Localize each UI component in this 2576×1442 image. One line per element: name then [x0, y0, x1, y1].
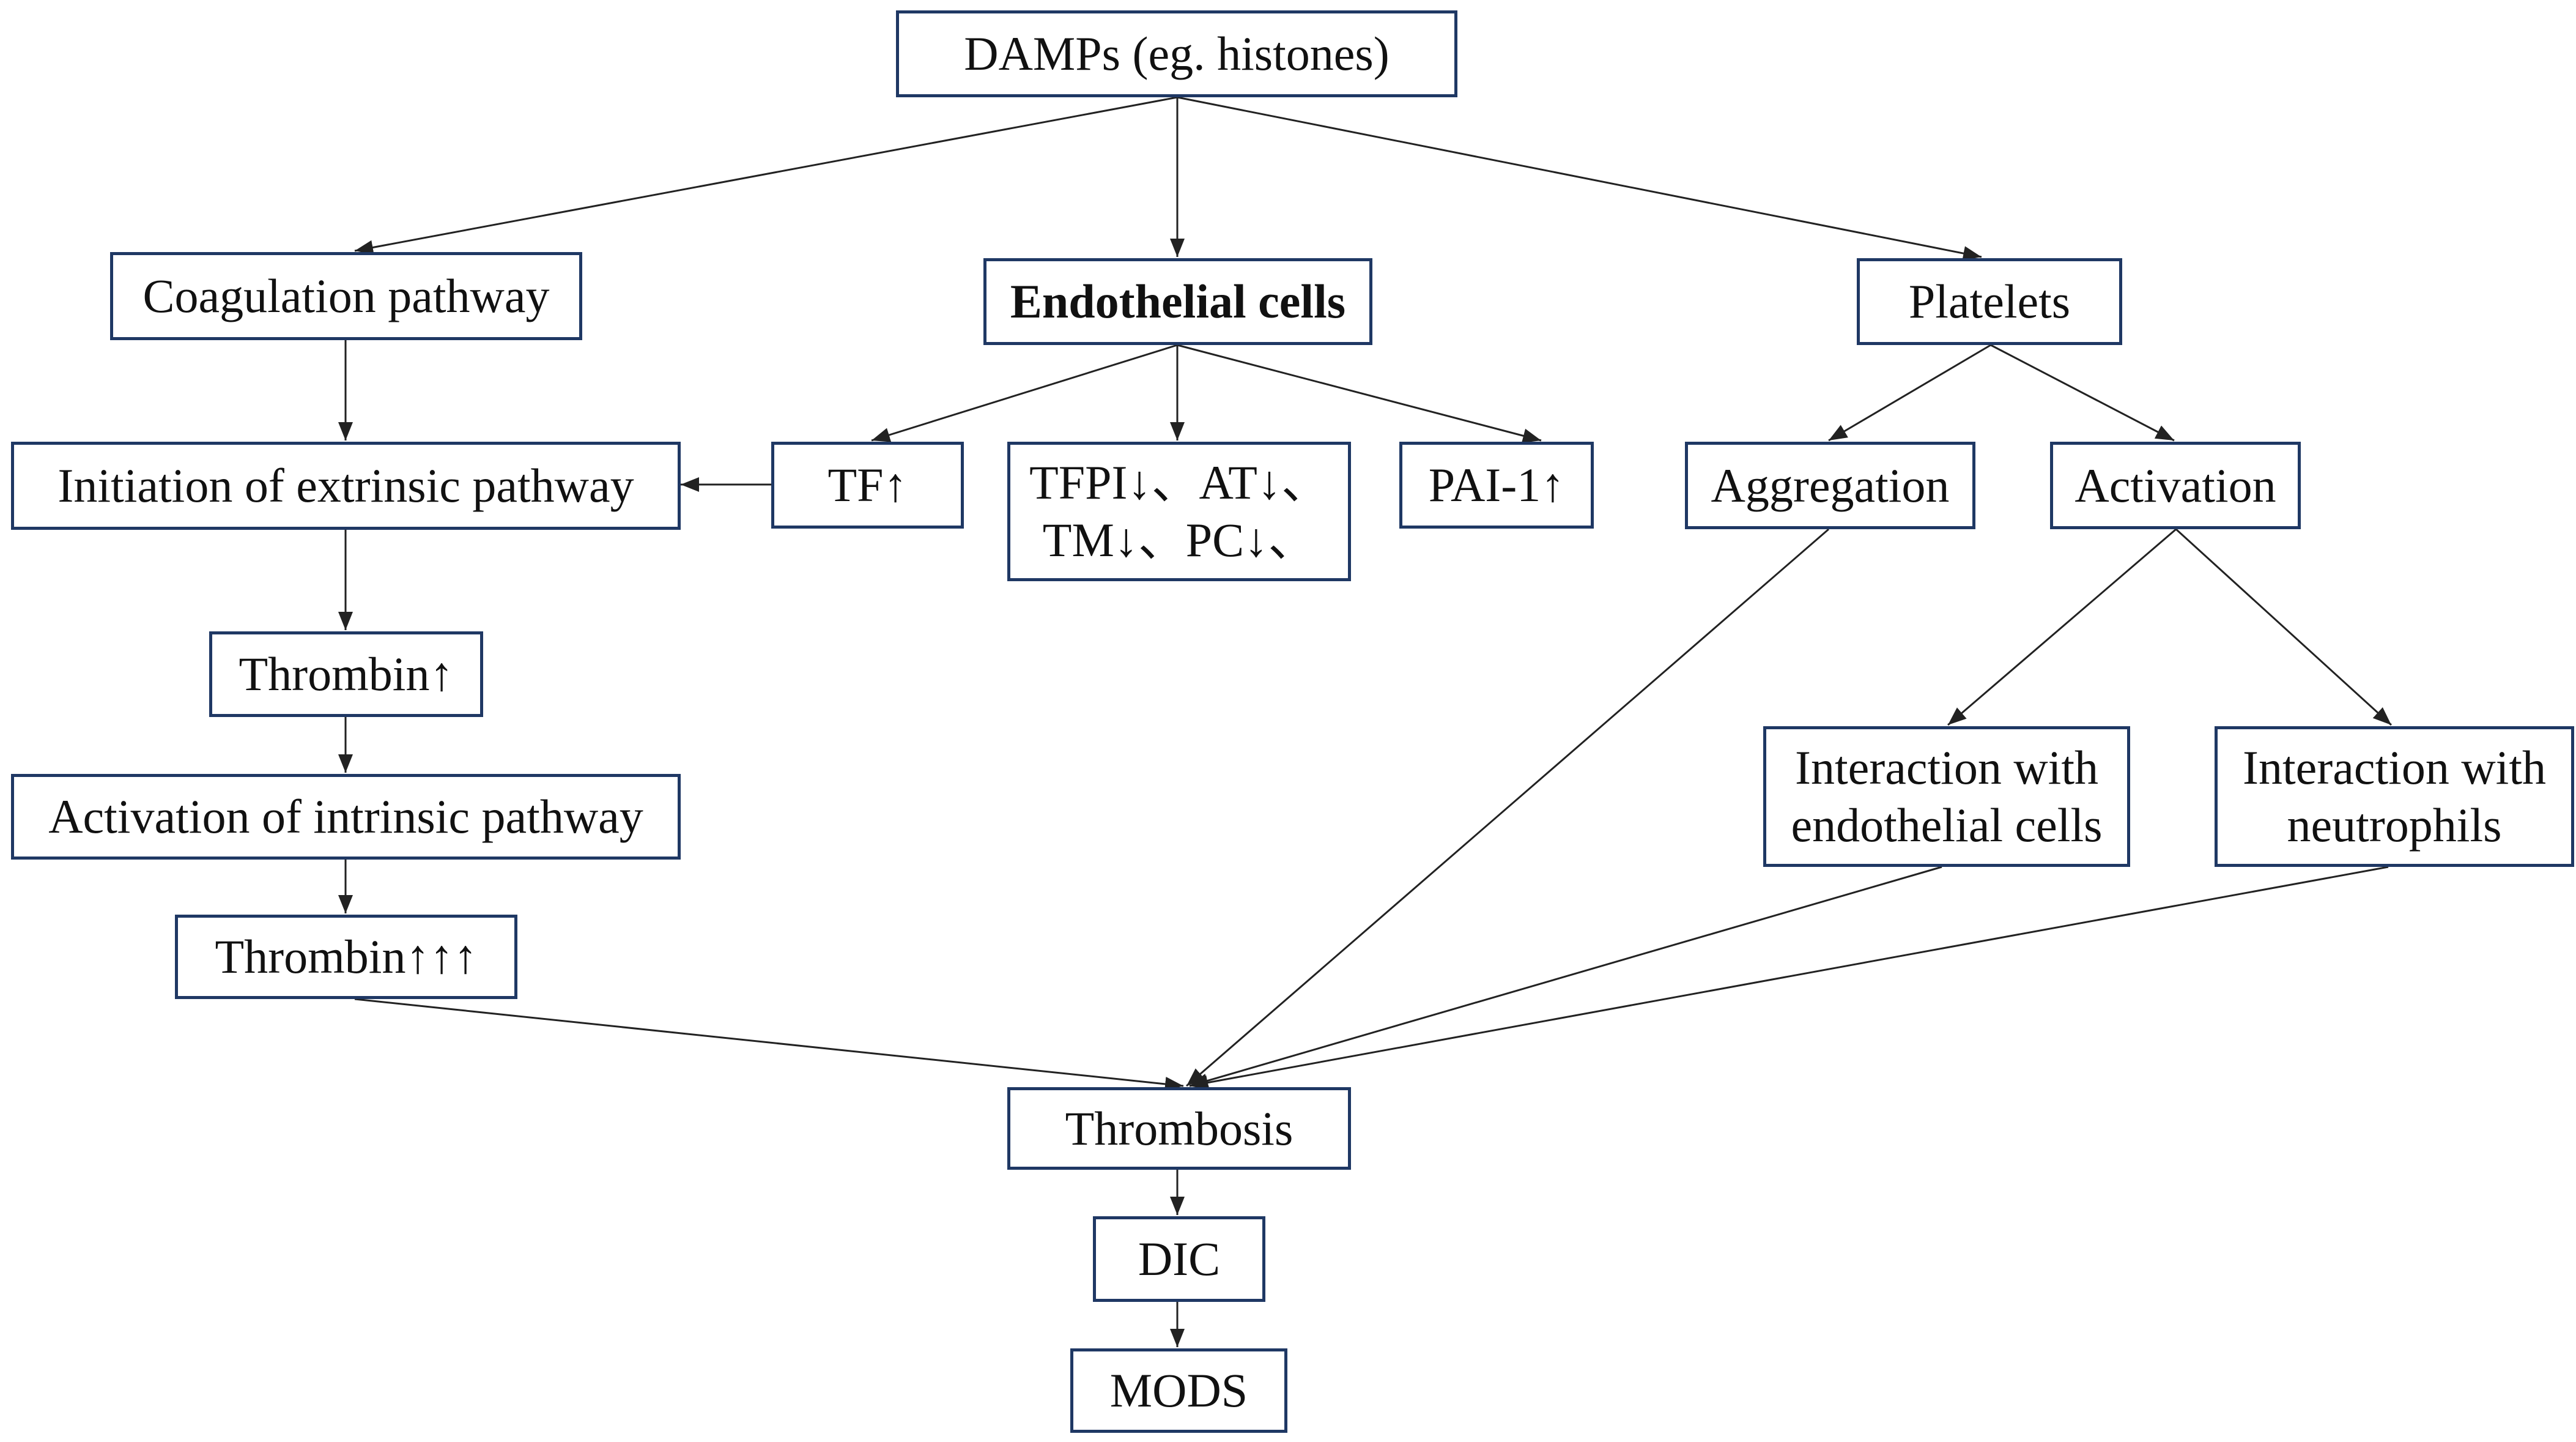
- platelets-box: Platelets: [1857, 258, 2122, 345]
- interaction-neutrophils-box: Interaction with neutrophils: [2215, 726, 2574, 867]
- coagulation-pathway-box: Coagulation pathway: [110, 252, 582, 340]
- arrow-aggregation-to-thrombosis: [1186, 528, 1829, 1087]
- extrinsic-pathway-label: Initiation of extrinsic pathway: [57, 459, 634, 513]
- interaction-neutrophils-line1: Interaction with: [2243, 741, 2546, 795]
- arrow-platelets-to-activation: [1990, 344, 2175, 442]
- arrow-activation-to-interact-endo: [1947, 528, 2177, 726]
- activation-label: Activation: [2074, 458, 2276, 512]
- mods-label: MODS: [1109, 1364, 1248, 1418]
- thrombin-label: Thrombin↑: [239, 647, 454, 701]
- thrombosis-label: Thrombosis: [1065, 1101, 1294, 1155]
- dic-label: DIC: [1138, 1232, 1221, 1286]
- arrow-interact-endo-to-thrombosis: [1189, 866, 1942, 1088]
- intrinsic-pathway-label: Activation of intrinsic pathway: [48, 790, 643, 844]
- aggregation-box: Aggregation: [1685, 442, 1975, 529]
- coagulation-pathway-label: Coagulation pathway: [142, 269, 550, 323]
- interaction-endothelial-box: Interaction with endothelial cells: [1763, 726, 2130, 867]
- thrombin-high-box: Thrombin↑↑↑: [175, 915, 517, 999]
- damps-box: DAMPs (eg. histones): [896, 10, 1457, 97]
- arrow-damps-to-coagulation: [354, 96, 1178, 255]
- intrinsic-pathway-box: Activation of intrinsic pathway: [11, 774, 681, 860]
- tfpi-box: TFPI↓、AT↓、 TM↓、PC↓、: [1007, 442, 1351, 581]
- interaction-endothelial-line1: Interaction with: [1795, 741, 2098, 795]
- tfpi-label-line2: TM↓、PC↓、: [1042, 513, 1316, 567]
- arrow-endothelial-to-pai: [1177, 344, 1542, 443]
- thrombin-high-label: Thrombin↑↑↑: [215, 930, 478, 984]
- arrow-damps-to-platelets: [1177, 96, 1982, 261]
- pai-box: PAI-1↑: [1399, 442, 1594, 529]
- arrow-thrombin3-to-thrombosis: [354, 998, 1184, 1091]
- interaction-neutrophils-line2: neutrophils: [2287, 798, 2502, 852]
- aggregation-label: Aggregation: [1711, 458, 1950, 512]
- mods-box: MODS: [1070, 1348, 1287, 1433]
- interaction-endothelial-line2: endothelial cells: [1791, 798, 2103, 852]
- extrinsic-pathway-box: Initiation of extrinsic pathway: [11, 442, 681, 530]
- activation-box: Activation: [2050, 442, 2301, 529]
- dic-box: DIC: [1093, 1216, 1265, 1302]
- arrow-activation-to-interact-neutro: [2175, 528, 2393, 726]
- damps-label: DAMPs (eg. histones): [964, 27, 1390, 81]
- endothelial-cells-box: Endothelial cells: [983, 258, 1372, 345]
- tf-label: TF↑: [827, 458, 908, 512]
- thrombosis-box: Thrombosis: [1007, 1087, 1351, 1170]
- thrombin-box: Thrombin↑: [209, 631, 483, 717]
- arrow-interact-neutro-to-thrombosis: [1189, 866, 2389, 1090]
- arrow-platelets-to-aggregation: [1828, 344, 1991, 442]
- pai-label: PAI-1↑: [1428, 458, 1565, 512]
- tf-box: TF↑: [771, 442, 964, 529]
- arrow-endothelial-to-tf: [871, 344, 1178, 442]
- platelets-label: Platelets: [1908, 275, 2071, 329]
- tfpi-label-line1: TFPI↓、AT↓、: [1029, 456, 1329, 510]
- endothelial-cells-label: Endothelial cells: [1010, 275, 1346, 329]
